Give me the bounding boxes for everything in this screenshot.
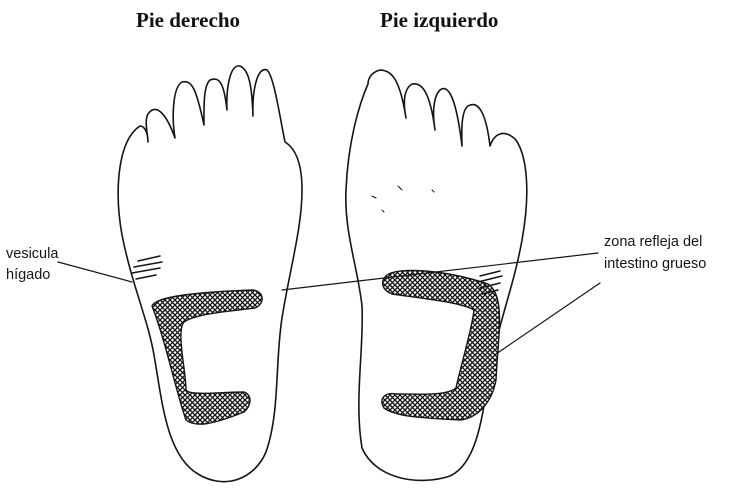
leader-lines [58, 253, 600, 354]
right-liver-mark [132, 256, 162, 279]
right-intestine-zone [152, 290, 262, 424]
left-intestine-zone [382, 270, 500, 420]
gallbladder-liver-leader [58, 262, 132, 282]
left-foot [346, 70, 527, 480]
right-foot [118, 66, 302, 482]
left-foot-specks [372, 186, 434, 212]
intestine-leader-left-foot [496, 283, 600, 354]
